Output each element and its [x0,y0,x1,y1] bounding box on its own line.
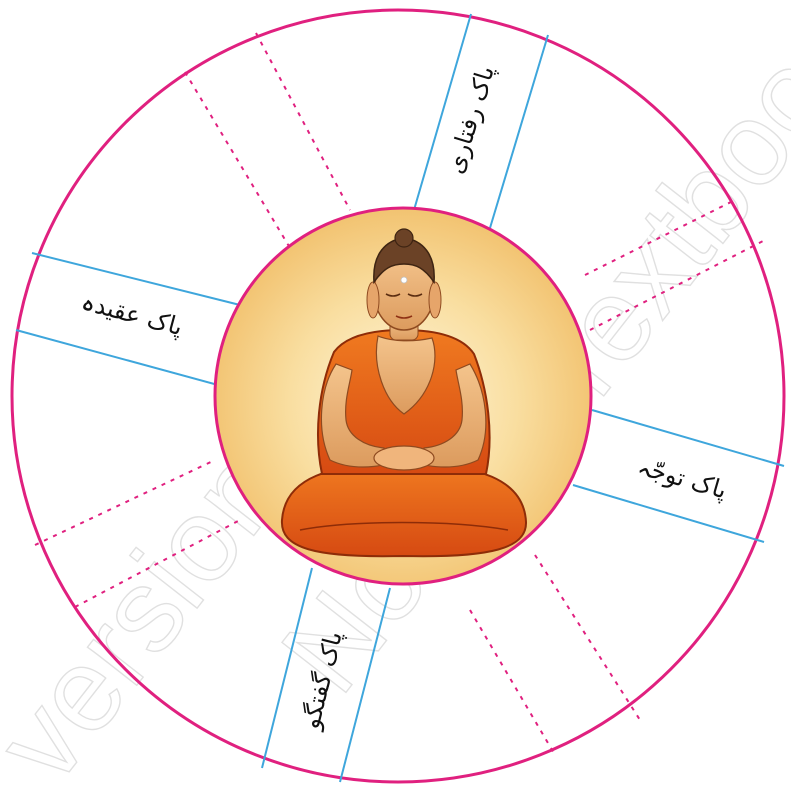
dotted-divider [256,33,350,210]
band-line-left-lower [16,330,218,385]
label-left: پاک عقیدہ [78,287,185,341]
buddha-ushnisha [395,229,413,247]
buddha-hands [374,446,434,470]
dotted-divider [535,555,640,720]
band-line-left-upper [32,253,240,305]
buddha-urna [401,277,407,283]
buddha-ear-right [429,282,441,318]
dotted-divider [185,72,290,248]
band-line-right-upper [592,410,784,466]
label-right: پاک توجّہ [635,452,730,504]
band-line-top-right [490,35,548,228]
label-top: پاک رفتاری [441,62,500,176]
dotted-divider [470,610,555,755]
buddha-ear-left [367,282,379,318]
band-line-right-lower [573,485,764,542]
buddha-lap [282,465,526,556]
